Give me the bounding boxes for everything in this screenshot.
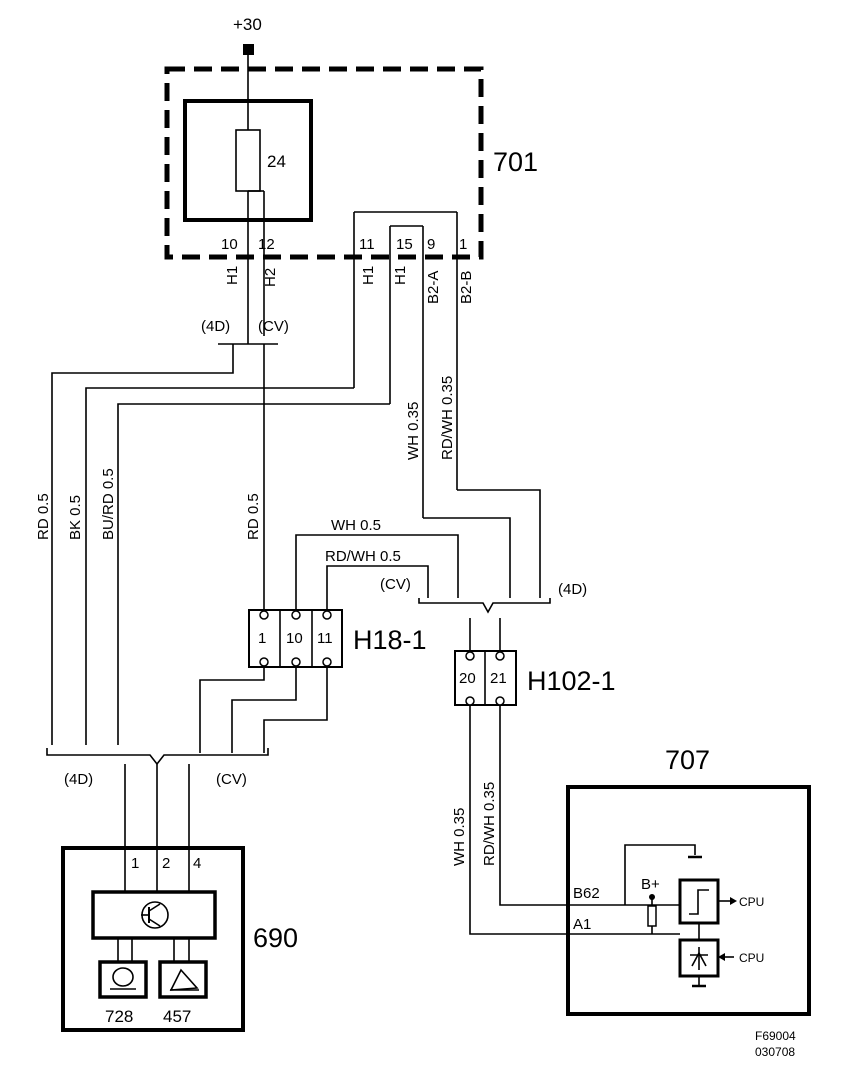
h102-pin-20: 20 (459, 670, 476, 687)
resistor-icon (647, 905, 657, 927)
schmitt-icon (689, 889, 709, 915)
variant-bot-cv: (CV) (216, 771, 247, 788)
top-brace (218, 336, 278, 345)
wire-rd05-mid-label: RD 0.5 (245, 493, 262, 540)
sig-b2b: B2-B (458, 271, 475, 304)
wire-rdwh035-top-label: RD/WH 0.35 (439, 376, 456, 460)
cpu-bot-label: CPU (739, 951, 764, 965)
transistor-icon (141, 901, 169, 929)
wire-wh05 (295, 534, 459, 610)
fuse-number: 24 (267, 152, 286, 171)
pin-a1: A1 (573, 916, 591, 933)
wire-wh-top (423, 517, 511, 598)
cpu-top-label: CPU (739, 895, 764, 909)
pin701-12: 12 (258, 236, 275, 253)
wire-burd05-label: BU/RD 0.5 (100, 468, 117, 540)
footer-date: 030708 (755, 1045, 795, 1059)
h18-pin-1: 1 (258, 630, 266, 647)
wire-rdwh-top (457, 489, 541, 598)
vibration-sensor-icon (110, 967, 136, 990)
unit-690-box (61, 846, 245, 1032)
pin690-1: 1 (131, 855, 139, 872)
connector-h102-label: H102-1 (527, 666, 616, 696)
wire-bk05-label: BK 0.5 (67, 495, 84, 540)
unit-707-box (566, 785, 811, 1016)
variant-bot-4d: (4D) (64, 771, 93, 788)
connector-h18-label: H18-1 (353, 625, 427, 655)
wire-bk (85, 387, 354, 745)
pin690-4: 4 (193, 855, 201, 872)
pin690-2: 2 (162, 855, 170, 872)
power-terminal (243, 44, 254, 55)
variant-right-4d: (4D) (558, 581, 587, 598)
sig-h1a: H1 (224, 266, 241, 285)
sig-h2: H2 (262, 268, 279, 287)
wire-wh05-label: WH 0.5 (331, 517, 381, 534)
variant-right-cv: (CV) (380, 576, 411, 593)
sig-h1b: H1 (360, 266, 377, 285)
unit-701-box (164, 66, 484, 260)
h18-pin-11: 11 (317, 630, 333, 647)
h102-pin-21: 21 (490, 670, 507, 687)
wire-rdwh035-bot-label: RD/WH 0.35 (481, 782, 498, 866)
unit-690-label: 690 (253, 923, 298, 953)
fuse-24 (235, 129, 261, 192)
wire-rdwh-bot (499, 705, 680, 906)
sensor-457-box (158, 960, 208, 999)
unit-707-label: 707 (665, 745, 710, 775)
wire-rdwh05-label: RD/WH 0.5 (325, 548, 401, 565)
wire-burd (117, 403, 390, 745)
pin-b62: B62 (573, 885, 600, 902)
wire-rd05-left-label: RD 0.5 (35, 493, 52, 540)
power-label: +30 (233, 15, 262, 34)
sig-b2a: B2-A (425, 271, 442, 304)
pin701-9: 9 (427, 236, 435, 253)
wire-wh035-bot-label: WH 0.35 (451, 808, 468, 866)
tilt-sensor-icon (169, 968, 199, 991)
pin701-15: 15 (396, 236, 413, 253)
right-brace (418, 598, 551, 614)
transistor-module (91, 890, 217, 940)
wire-wh035-top-label: WH 0.35 (405, 402, 422, 460)
pin701-11: 11 (359, 236, 375, 253)
variant-top-cv: (CV) (258, 318, 289, 335)
bplus-label: B+ (641, 876, 660, 893)
wire-wh-bot (469, 705, 680, 935)
wire-rdwh05 (326, 565, 429, 610)
unit-457-label: 457 (163, 1007, 191, 1026)
footer-code: F69004 (755, 1029, 796, 1043)
zener-transistor-icon (690, 947, 708, 970)
schmitt-trigger-block (678, 878, 720, 925)
h18-pin-10: 10 (286, 630, 303, 647)
sensor-728-box (98, 960, 148, 999)
unit-728-label: 728 (105, 1007, 133, 1026)
wire-rd-left (51, 344, 234, 745)
pin701-1: 1 (459, 236, 467, 253)
variant-top-4d: (4D) (201, 318, 230, 335)
pin701-10: 10 (221, 236, 238, 253)
sig-h1c: H1 (392, 266, 409, 285)
unit-701-label: 701 (493, 147, 538, 177)
bottom-brace (46, 748, 269, 766)
